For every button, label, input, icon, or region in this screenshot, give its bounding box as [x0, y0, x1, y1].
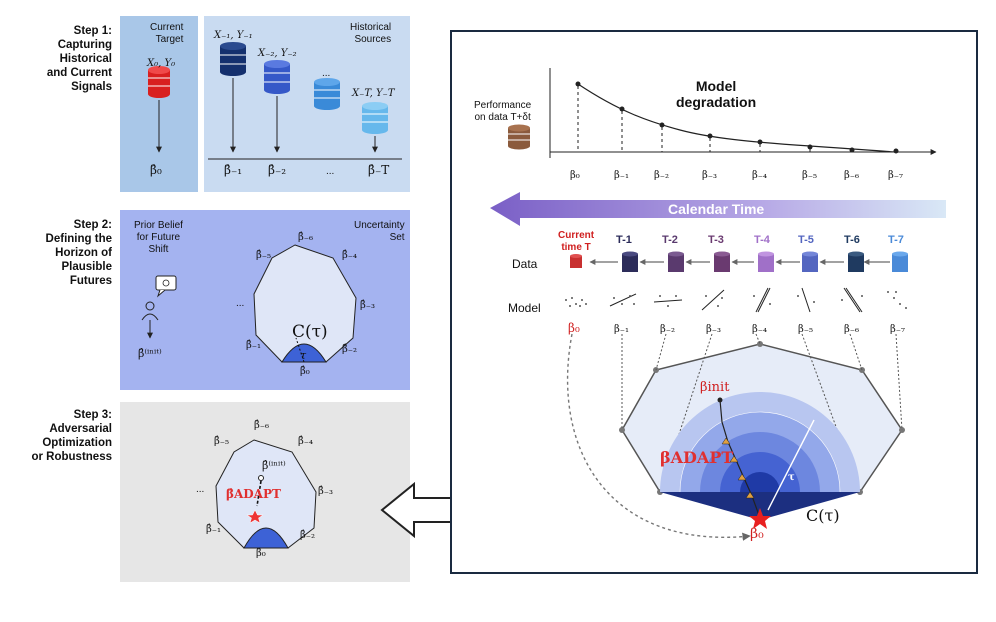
ellipsis-step1-bottom: ... [326, 166, 335, 177]
time-label-t7: T-7 [888, 234, 904, 246]
xtick-1: β₋₁ [614, 170, 630, 181]
model-row-label: Model [508, 301, 541, 315]
v-bm6-s3: β̂₋₆ [254, 420, 270, 431]
v-bm2-s3: β̂₋₂ [300, 530, 316, 541]
beta0-step1: β̂₀ [150, 163, 162, 177]
model-scatter-icons [565, 287, 907, 313]
hist-db-icon-1 [220, 42, 246, 76]
beta-mT-step1: β̂₋T [368, 163, 390, 177]
step1-label: Step 1: Capturing Historical and Current… [46, 25, 112, 93]
v-bm3-s2: β̂₋₃ [360, 300, 376, 311]
performance-label: Performance on data T+δt [474, 100, 532, 123]
beta-init-right: βinit [700, 380, 730, 395]
xm2-label: X₋₂, Y₋₂ [258, 48, 297, 59]
calendar-time-label: Calendar Time [668, 201, 765, 217]
xtick-7: β₋₇ [888, 170, 904, 181]
performance-db-icon [508, 124, 530, 150]
step1-ellipsis: ... [322, 68, 331, 79]
model-beta-3: β₋₃ [706, 324, 722, 335]
left-arrow-icon [380, 481, 455, 539]
v-bm4-s2: β̂₋₄ [342, 250, 358, 261]
model-beta-6: β₋₆ [844, 324, 860, 335]
time-label-t2: T-2 [662, 234, 678, 246]
hist-db-icon-2 [264, 60, 290, 94]
xtick-0: β₀ [570, 170, 580, 181]
xtick-3: β₋₃ [702, 170, 718, 181]
step1-diagram [148, 42, 402, 160]
beta0-right: β₀ [750, 526, 764, 542]
v-bm5-s2: β̂₋₅ [256, 250, 272, 261]
beta-adapt-step3: β̂ADAPT [226, 487, 281, 501]
current-db-icon [148, 66, 170, 98]
beta-init-step2: β̂⁽ⁱⁿⁱᵗ⁾ [138, 347, 162, 360]
time-label-t6: T-6 [844, 234, 860, 246]
c-tau-step2: C(τ) [292, 322, 328, 342]
v-ellipsis-s2: ... [236, 298, 245, 309]
historical-sources-label: Historical Sources [350, 22, 392, 45]
v-bm6-s2: β̂₋₆ [298, 232, 314, 243]
v-bm4-s3: β̂₋₄ [298, 436, 314, 447]
time-label-t1: T-1 [616, 234, 632, 246]
step2-diagram [141, 244, 357, 363]
model-degradation-title: Model degradation [676, 78, 757, 110]
beta-init-step3: β̂⁽ⁱⁿⁱᵗ⁾ [262, 459, 286, 472]
model-beta-5: β₋₅ [798, 324, 814, 335]
model-beta-2: β₋₂ [660, 324, 676, 335]
xtick-5: β₋₅ [802, 170, 818, 181]
v-bm5-s3: β̂₋₅ [214, 436, 230, 447]
beta-adapt-right: βADAPT [660, 448, 734, 467]
time-label-t5: T-5 [798, 234, 814, 246]
xtick-6: β₋₆ [844, 170, 860, 181]
step2-octagon [253, 244, 357, 363]
data-db-icons [570, 251, 908, 272]
time-label-t4: T-4 [754, 234, 770, 246]
x0y0-label: X₀, Y₀ [147, 58, 176, 69]
model-beta-4: β₋₄ [752, 324, 768, 335]
degradation-chart [490, 68, 946, 541]
v-bm3-s3: β̂₋₃ [318, 486, 334, 497]
v-bm2-s2: β̂₋₂ [342, 344, 358, 355]
c-tau-right: C(τ) [806, 506, 840, 525]
hist-db-icon-3 [314, 78, 340, 110]
beta-m1-step1: β̂₋₁ [224, 163, 243, 177]
hist-db-icon-4 [362, 102, 388, 134]
time-label-current: Current time T [558, 230, 595, 253]
data-row-label: Data [512, 257, 538, 271]
tau-step2: τ [300, 349, 307, 362]
prior-belief-label: Prior Belief for Future Shift [134, 220, 183, 255]
xtick-2: β₋₂ [654, 170, 670, 181]
v-bm1-s2: β̂₋₁ [246, 340, 262, 351]
person-thought-icon [141, 275, 177, 339]
current-target-label: Current Target [150, 22, 184, 45]
model-beta-7: β₋₇ [890, 324, 906, 335]
xtick-4: β₋₄ [752, 170, 768, 181]
model-beta-0: β₀ [568, 321, 580, 335]
xmT-label: X₋T, Y₋T [352, 88, 395, 99]
v-ellipsis-s3: ... [196, 484, 205, 495]
time-label-t3: T-3 [708, 234, 724, 246]
step3-label: Step 3: Adversarial Optimization or Robu… [31, 409, 112, 463]
beta-m2-step1: β̂₋₂ [268, 163, 287, 177]
v-bm1-s3: β̂₋₁ [206, 524, 222, 535]
step2-label: Step 2: Defining the Horizon of Plausibl… [45, 219, 112, 287]
v-b0-s3: β̂₀ [256, 548, 266, 559]
v-b0-s2: β̂₀ [300, 366, 310, 377]
xm1-label: X₋₁, Y₋₁ [214, 30, 253, 41]
uncertainty-set-label: Uncertainty Set [354, 220, 405, 243]
step3-diagram [215, 439, 317, 549]
tau-right: τ [788, 472, 795, 483]
model-beta-1: β₋₁ [614, 324, 630, 335]
